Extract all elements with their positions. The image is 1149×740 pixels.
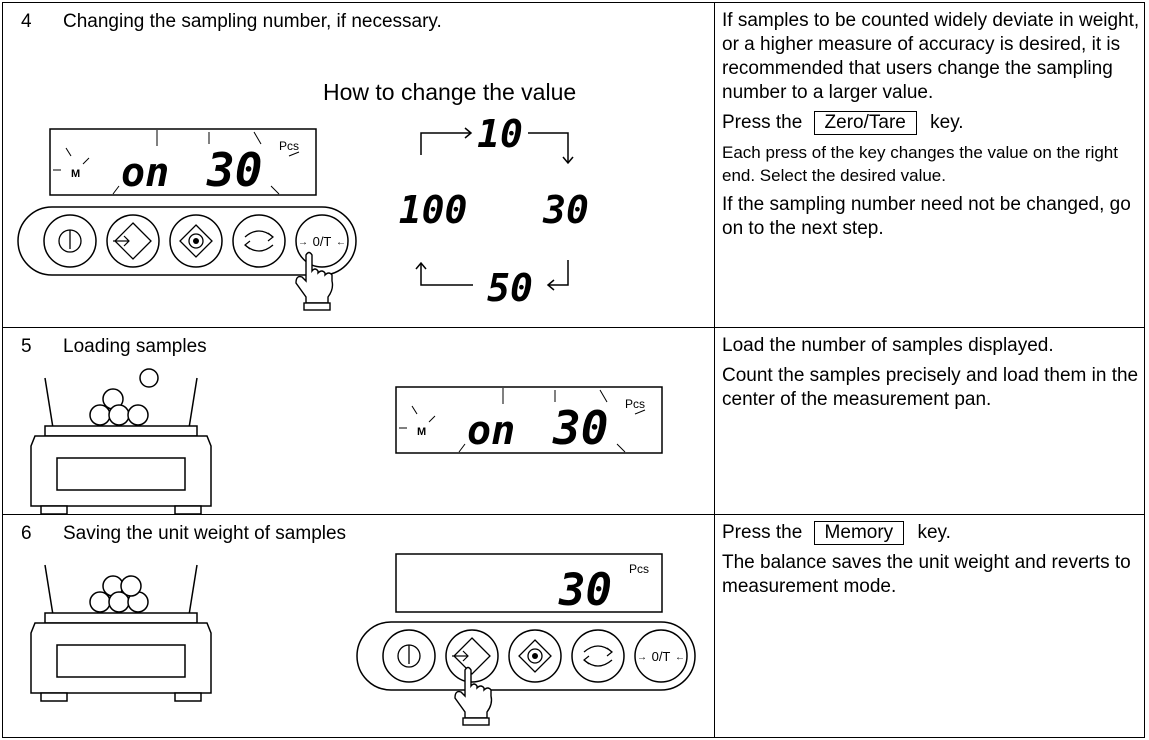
step-description: If samples to be counted widely deviate … [722, 9, 1142, 247]
step-number: 5 [21, 336, 32, 357]
keypad: 0/T → ← [356, 621, 696, 726]
value-cycle-diagram: 10 30 50 100 [399, 112, 589, 310]
instruction-text: key. [917, 522, 951, 543]
description-text: If samples to be counted widely deviate … [722, 10, 1140, 103]
target-button[interactable] [508, 629, 562, 683]
balance-with-samples-illustration [30, 368, 212, 515]
power-button[interactable] [382, 629, 436, 683]
step-4-row: 4 Changing the sampling number, if neces… [2, 2, 1145, 328]
keypad: 0/T → ← [17, 206, 357, 311]
step-6-row: 6 Saving the unit weight of samples 30 P… [2, 514, 1145, 738]
unit-label: Pcs [629, 562, 649, 576]
step-title: Saving the unit weight of samples [63, 523, 347, 544]
column-divider [714, 3, 715, 327]
lcd-display: M on 30 Pcs [49, 128, 317, 197]
blink-marks [53, 130, 300, 195]
zero-tare-label: 0/T [313, 234, 332, 249]
diagram-heading: How to change the value [323, 79, 577, 105]
zero-tare-label: 0/T [652, 649, 671, 664]
cycle-value-100: 100 [399, 188, 468, 232]
cycle-value-50: 50 [487, 266, 533, 310]
target-button[interactable] [169, 214, 223, 268]
step-5-row: 5 Loading samples M [2, 327, 1145, 515]
step-description: Press the Memory key. The balance saves … [722, 521, 1142, 605]
pointing-hand-icon [295, 251, 334, 311]
key-instruction: Press the Zero/Tare key. [722, 111, 1142, 135]
cycle-button[interactable] [571, 629, 625, 683]
zero-tare-button[interactable]: 0/T → ← [634, 629, 688, 683]
display-text: on [467, 408, 515, 454]
power-button[interactable] [43, 214, 97, 268]
balance-with-samples-illustration [30, 564, 212, 702]
memory-button[interactable] [445, 629, 499, 683]
cycle-value-30: 30 [542, 188, 589, 232]
instruction-text: Press the [722, 522, 803, 543]
step-number: 6 [21, 523, 32, 544]
description-text: Each press of the key changes the value … [722, 143, 1118, 185]
description-text: If the sampling number need not be chang… [722, 194, 1131, 239]
memory-key-label: Memory [813, 521, 905, 545]
column-divider [714, 328, 715, 514]
cycle-button[interactable] [232, 214, 286, 268]
unit-label: Pcs [279, 139, 299, 153]
description-text: Count the samples precisely and load the… [722, 365, 1139, 410]
zero-tare-key-label: Zero/Tare [813, 111, 917, 135]
display-count: 30 [206, 143, 262, 197]
svg-text:←: ← [675, 652, 685, 663]
memory-button[interactable] [106, 214, 160, 268]
display-count: 30 [552, 401, 608, 455]
display-text: on [121, 150, 169, 196]
zero-tare-button[interactable]: 0/T → ← [295, 214, 349, 268]
step-title: Changing the sampling number, if necessa… [63, 11, 442, 32]
step-title: Loading samples [63, 336, 207, 357]
unit-label: Pcs [625, 397, 645, 411]
instruction-text: Press the [722, 112, 803, 133]
cycle-value-10: 10 [477, 112, 523, 156]
lcd-display: M on 30 Pcs [395, 386, 663, 455]
lcd-display: 30 Pcs [395, 553, 663, 616]
svg-text:→: → [637, 652, 647, 663]
display-count: 30 [558, 565, 612, 616]
instruction-text: key. [930, 112, 964, 133]
description-text: The balance saves the unit weight and re… [722, 552, 1131, 597]
description-text: Load the number of samples displayed. [722, 335, 1054, 356]
column-divider [714, 515, 715, 737]
svg-text:→: → [298, 237, 308, 248]
pointing-hand-icon [454, 666, 493, 726]
key-instruction: Press the Memory key. [722, 521, 1142, 545]
svg-text:←: ← [336, 237, 346, 248]
mode-indicator: M [71, 168, 80, 180]
step-number: 4 [21, 11, 32, 32]
step-description: Load the number of samples displayed. Co… [722, 334, 1142, 418]
mode-indicator: M [417, 426, 426, 438]
